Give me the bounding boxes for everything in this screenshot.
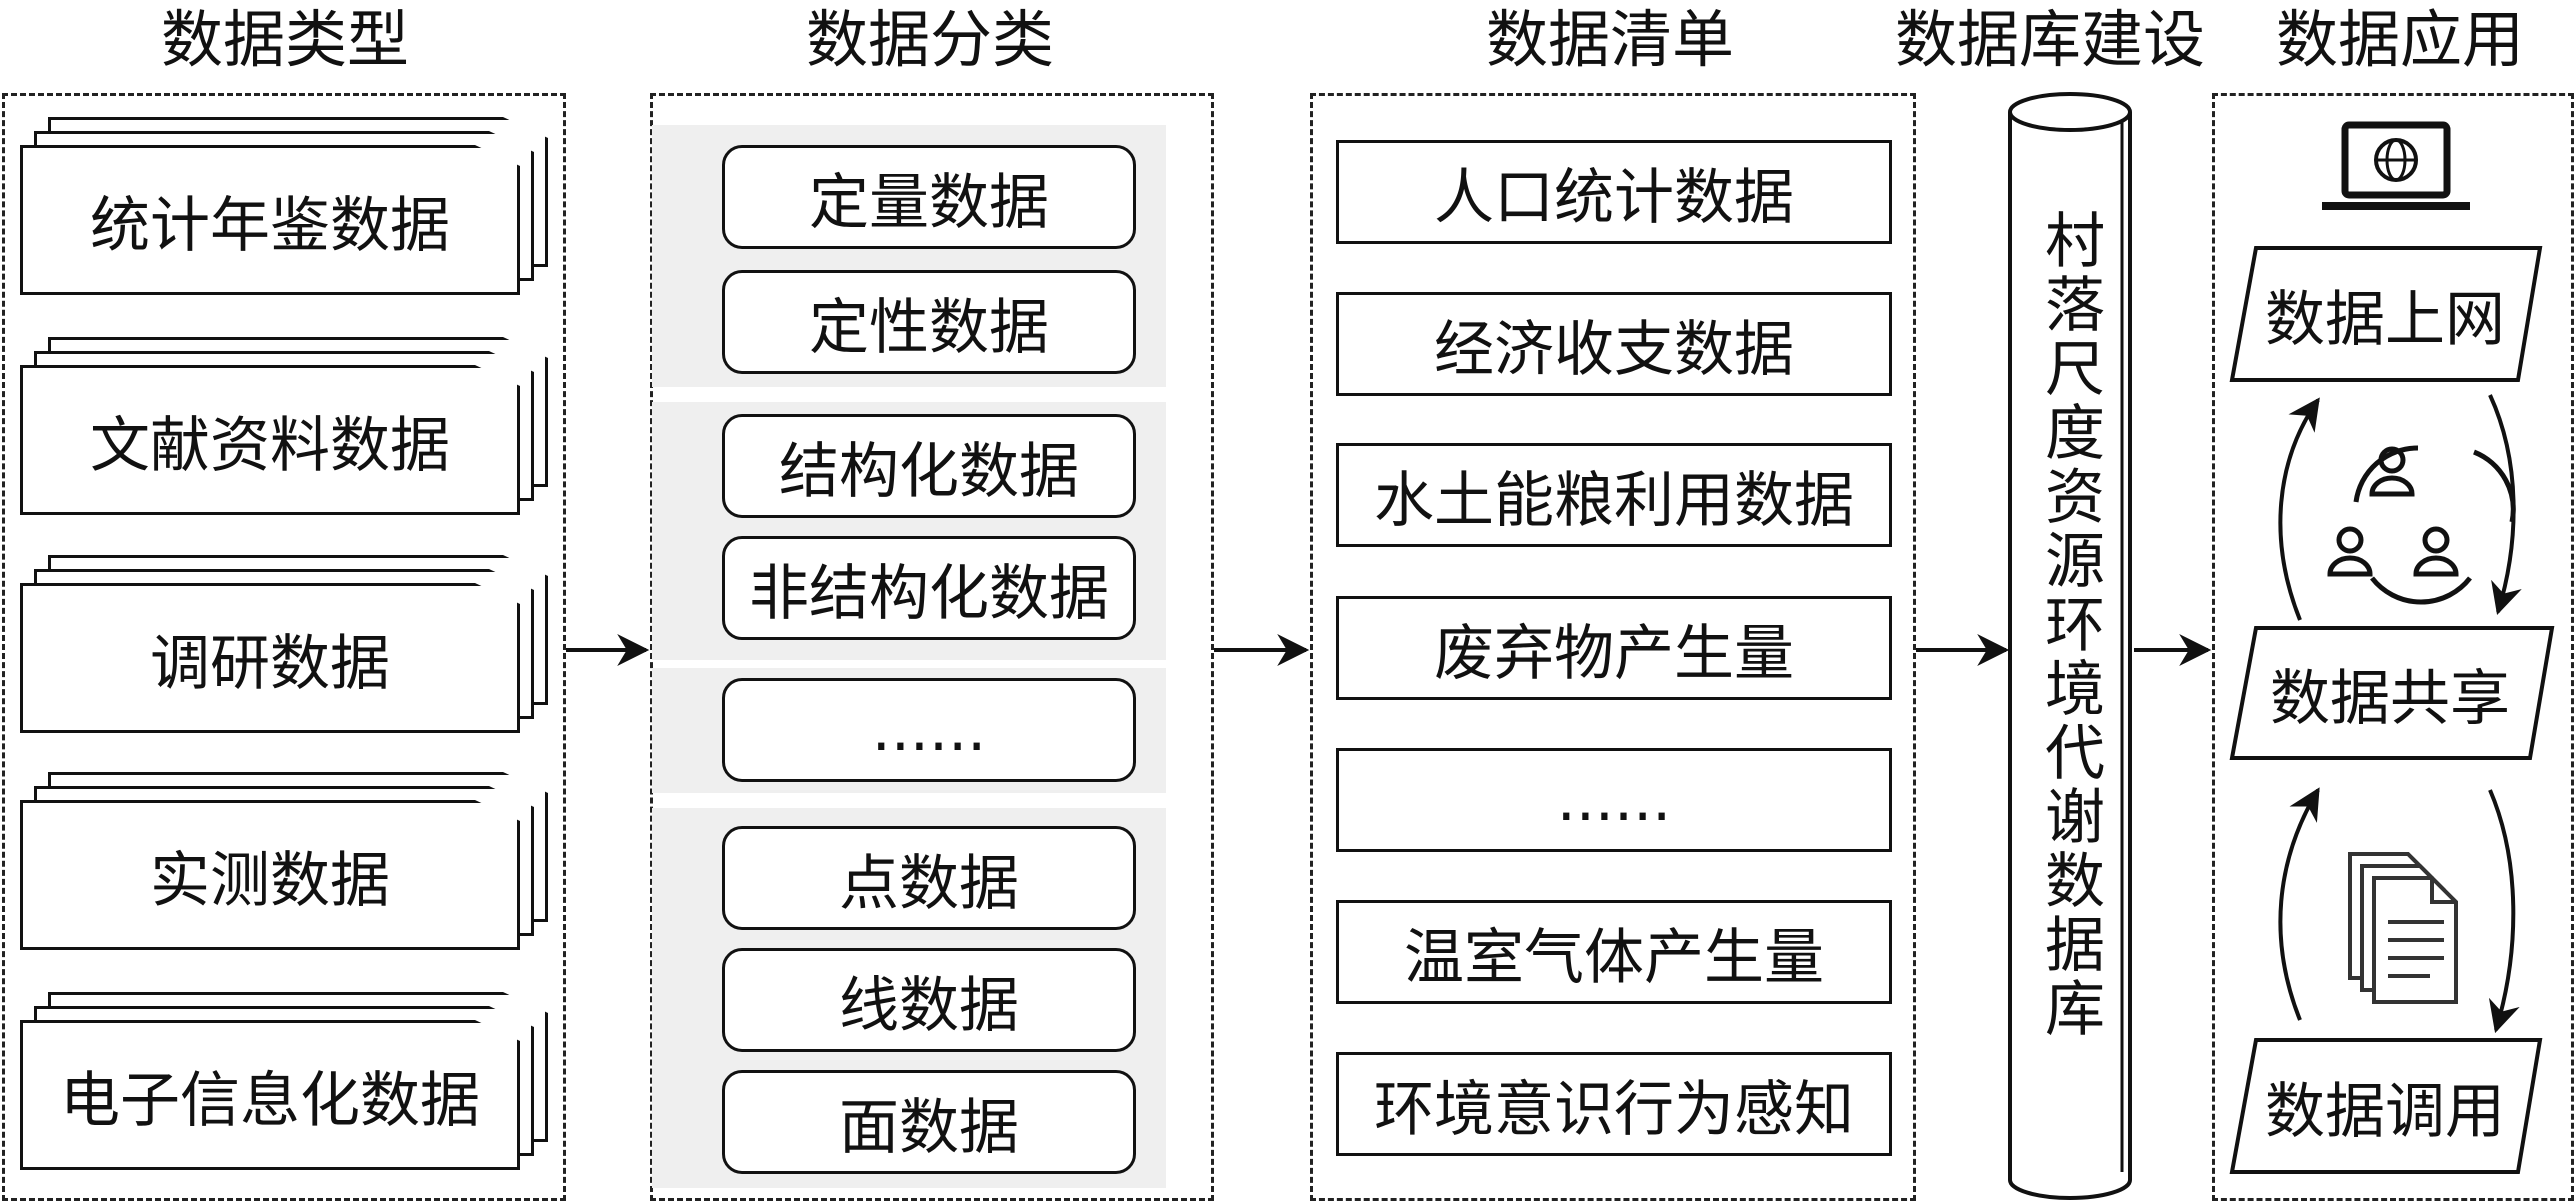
classification-item: 非结构化数据: [722, 536, 1136, 640]
cycle-arrow: [2278, 397, 2320, 621]
header-data-inventory: 数据清单: [1485, 3, 1734, 76]
panel-data-inventory: [1310, 93, 1916, 1201]
database-label: 村落尺度资源环境代谢数据库: [2034, 209, 2105, 1041]
cycle-arrow: [2488, 789, 2520, 1034]
panel-data-application: [2212, 93, 2574, 1201]
header-data-classification: 数据分类: [805, 3, 1054, 76]
classification-item: 定量数据: [722, 145, 1136, 249]
cycle-arrow: [2278, 787, 2320, 1021]
database-cylinder: [2008, 92, 2132, 1200]
classification-item: 面数据: [722, 1070, 1136, 1174]
app-label-share: 数据共享: [2270, 663, 2510, 734]
inventory-item: 人口统计数据: [1336, 140, 1892, 244]
inventory-item: 温室气体产生量: [1336, 900, 1892, 1004]
panel-data-classification: [650, 93, 1214, 1201]
app-box-call: [2229, 1038, 2543, 1174]
people-network-icon: [2327, 445, 2516, 605]
inventory-item: ......: [1336, 748, 1892, 852]
app-label-online: 数据上网: [2265, 284, 2505, 355]
laptop-globe-icon: [2322, 121, 2470, 210]
inventory-item: 水土能粮利用数据: [1336, 443, 1892, 547]
data-type-item: 电子信息化数据: [20, 1020, 520, 1170]
inventory-item: 经济收支数据: [1336, 292, 1892, 396]
header-database-construction: 数据库建设: [1894, 3, 2205, 76]
inventory-item: 废弃物产生量: [1336, 596, 1892, 700]
cycle-arrow: [2488, 394, 2522, 616]
classification-item: 定性数据: [722, 270, 1136, 374]
app-label-call: 数据调用: [2265, 1076, 2505, 1147]
data-type-item: 调研数据: [20, 583, 520, 733]
app-box-share: [2229, 626, 2555, 760]
panel-data-types: [2, 93, 566, 1201]
header-data-types: 数据类型: [160, 3, 409, 76]
classification-item: 点数据: [722, 826, 1136, 930]
data-type-item: 实测数据: [20, 800, 520, 950]
documents-icon: [2348, 852, 2458, 1004]
classification-item: ......: [722, 678, 1136, 782]
classification-item: 线数据: [722, 948, 1136, 1052]
app-box-online: [2229, 246, 2543, 382]
data-type-item: 统计年鉴数据: [20, 145, 520, 295]
data-type-item: 文献资料数据: [20, 365, 520, 515]
inventory-item: 环境意识行为感知: [1336, 1052, 1892, 1156]
classification-item: 结构化数据: [722, 414, 1136, 518]
header-data-application: 数据应用: [2275, 3, 2524, 76]
